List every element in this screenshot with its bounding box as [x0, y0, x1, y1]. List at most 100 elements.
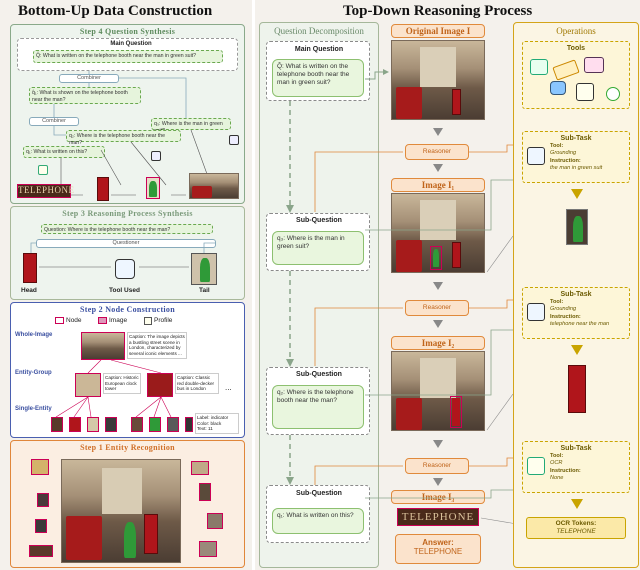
- left-title: Bottom-Up Data Construction: [18, 3, 213, 19]
- subtask3-instr-val: None: [550, 474, 564, 481]
- image2: [391, 351, 485, 431]
- combiner-2: Combiner: [29, 117, 79, 126]
- decomp-sub2-q: q₂: Where is the telephone booth near th…: [272, 385, 364, 429]
- decomp-sub3-q: q₁: What is written on this?: [272, 508, 364, 534]
- q-hat1-box: q̂₁: What is shown on the telephone boot…: [29, 87, 141, 104]
- decomp-sub1-q: q₃: Where is the man in green suit?: [272, 231, 364, 265]
- decomp-dashed-arrows: [286, 101, 294, 485]
- ocr-tokens-label: OCR Tokens:: [555, 520, 597, 527]
- grounding-icon-2: [527, 303, 545, 321]
- subtask2-tool-val: Grounding: [550, 306, 577, 313]
- step3-question: Question: Where is the telephone booth n…: [41, 224, 213, 234]
- decomp-sub1-label: Sub-Question: [296, 217, 342, 224]
- answer-box: Answer: TELEPHONE: [395, 534, 481, 564]
- telephone-text-crop: TELEPHONE: [17, 184, 74, 198]
- subtask2-instr: Instruction:: [550, 313, 581, 320]
- subtask1-instr-val: the man in green suit: [550, 164, 603, 171]
- step2-panel: Step 2 Node Construction Node Image Prof…: [10, 302, 245, 438]
- arrow-down-6: [433, 478, 443, 486]
- left-panel: Bottom-Up Data Construction Step 4 Quest…: [0, 0, 252, 570]
- node-legend-icon: [55, 317, 64, 324]
- arrow-down-5: [433, 440, 443, 448]
- step1-panel: Step 1 Entity Recognition: [10, 440, 245, 568]
- answer-value: TELEPHONE: [413, 547, 463, 556]
- subtask2-title: Sub-Task: [560, 291, 592, 298]
- man-crop: [146, 177, 160, 199]
- whole-image-thumb: [81, 332, 125, 360]
- crop-g: [199, 541, 217, 557]
- arrow-down-4: [433, 320, 443, 328]
- ocr-tokens-val: TELEPHONE: [556, 528, 596, 536]
- ops-heading: Operations: [556, 26, 596, 36]
- combiner-1: Combiner: [59, 74, 119, 83]
- main-question-label: Main Question: [110, 41, 152, 47]
- booth-crop-ops: [568, 365, 586, 413]
- booth-crop: [97, 177, 109, 201]
- decomp-main-label: Main Question: [294, 46, 344, 53]
- single-profile: Label: indicator Color: black Text: 11: [195, 413, 239, 435]
- whole-image-label: Whole-Image: [15, 332, 53, 338]
- crop-d: [191, 461, 209, 475]
- grounding-icon-1: [527, 147, 545, 165]
- single-label: Label: indicator: [197, 415, 229, 420]
- subtask3-title: Sub-Task: [560, 445, 592, 452]
- group-caption-2: Caption: Classic red double-decker bus i…: [175, 373, 219, 395]
- subtask3-instr: Instruction:: [550, 467, 581, 474]
- step3-connectors: [30, 242, 216, 268]
- single-thumbs: [51, 417, 193, 432]
- tail-image: [191, 253, 217, 285]
- arrow-down-3: [433, 282, 443, 290]
- grounding-tool-icon-2: [229, 135, 239, 145]
- questioner-box: Questioner: [36, 239, 216, 248]
- reasoner-2: Reasoner: [405, 300, 469, 316]
- entity-group-label: Entity-Group: [15, 370, 52, 376]
- decomp-sub3-label: Sub-Question: [296, 490, 342, 497]
- image3-ocr-crop: TELEPHONE: [397, 508, 479, 526]
- clocktower-thumb: [75, 373, 101, 397]
- single-color: Color: black: [197, 420, 222, 426]
- bus-thumb: [147, 373, 173, 397]
- image2-label: Image I₂: [391, 336, 485, 350]
- head-image: [23, 253, 37, 283]
- q-hat-box: Q̂: What is written on the telephone boo…: [33, 50, 223, 63]
- man-crop-ops: [566, 209, 588, 245]
- subtask1-tool: Tool:: [550, 143, 564, 150]
- subtask1-instr: Instruction:: [550, 157, 581, 164]
- ops-panel: Operations Tools Sub-Task Tool: Groundin…: [513, 22, 639, 568]
- step2-heading: Step 2 Node Construction: [80, 305, 175, 314]
- step4-heading: Step 4 Question Synthesis: [79, 27, 176, 36]
- step3-heading: Step 3 Reasoning Process Synthesis: [62, 209, 193, 218]
- subtask2-tool: Tool:: [550, 299, 564, 306]
- robot-tool-icon: [550, 81, 566, 95]
- crop-c: [29, 545, 53, 557]
- ocr-tokens-box: OCR Tokens: TELEPHONE: [526, 517, 626, 539]
- ops-arrow-3: [571, 499, 583, 509]
- scene-thumb: [189, 173, 239, 199]
- answer-label: Answer:: [422, 538, 454, 547]
- subtask2-instr-val: telephone near the man: [550, 320, 610, 327]
- subtask3-tool-val: OCR: [550, 460, 563, 467]
- subtask1-tool-val: Grounding: [550, 150, 577, 157]
- subtask3-tool: Tool:: [550, 453, 564, 460]
- reasoner-1: Reasoner: [405, 144, 469, 160]
- crop-b: [35, 519, 47, 533]
- group-caption-1: Caption: Historic European clock tower: [103, 373, 141, 395]
- decomp-heading: Question Decomposition: [274, 26, 364, 36]
- tools-label: Tools: [566, 45, 586, 52]
- tool-used-icon: [115, 259, 135, 279]
- q1-box: q₁: What is written on this?: [23, 146, 105, 158]
- cross-connectors: [314, 69, 524, 526]
- ocr-tool-icon: [38, 165, 48, 175]
- group-ellipsis: ...: [225, 383, 232, 392]
- decomp-sub2-label: Sub-Question: [296, 371, 342, 378]
- step1-scene: [61, 459, 181, 563]
- subtask1-title: Sub-Task: [560, 135, 592, 142]
- step1-heading: Step 1 Entity Recognition: [80, 443, 175, 452]
- image1-label: Image I₁: [391, 178, 485, 192]
- legend-profile: Profile: [154, 317, 173, 324]
- step2-connectors: [55, 359, 172, 418]
- tail-label: Tail: [199, 287, 210, 294]
- grounding-tool-icon: [151, 151, 161, 161]
- tool-used-label: Tool Used: [109, 287, 140, 294]
- image3-label: Image I₃: [391, 490, 485, 504]
